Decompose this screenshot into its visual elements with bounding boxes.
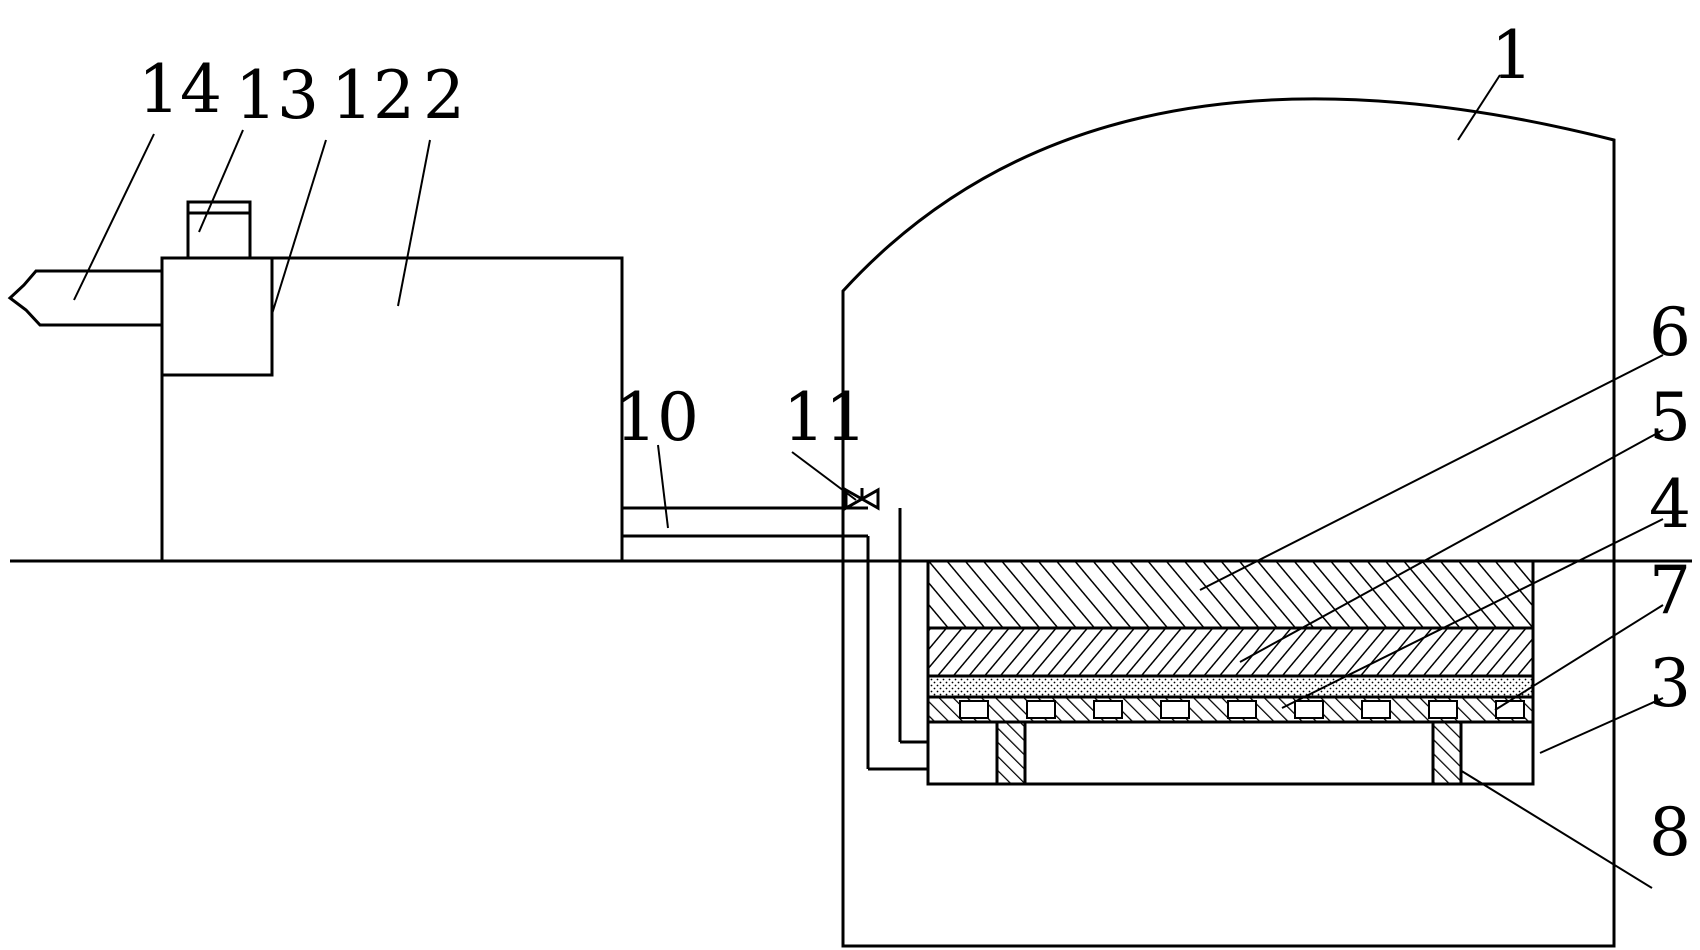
label-11: 11 <box>783 379 867 456</box>
leader-11 <box>791 451 857 501</box>
layer-5 <box>926 626 1535 678</box>
leader-6 <box>1199 354 1664 591</box>
plate-hole <box>1026 700 1056 719</box>
leader-5 <box>1239 429 1664 663</box>
plate-hole <box>1093 700 1123 719</box>
plate-hole <box>959 700 989 719</box>
chamber-3 <box>926 720 1535 786</box>
label-12: 12 <box>331 57 415 134</box>
leader-2 <box>397 139 431 307</box>
tank-body <box>160 256 624 563</box>
leader-10 <box>657 444 669 529</box>
plate-hole <box>1495 700 1525 719</box>
leader-7 <box>1494 604 1664 711</box>
plate-hole <box>1160 700 1190 719</box>
support-right <box>1431 720 1463 786</box>
plate-hole <box>1361 700 1391 719</box>
layer-4 <box>926 674 1535 699</box>
label-6: 6 <box>1649 294 1691 371</box>
label-3: 3 <box>1649 645 1691 722</box>
support-left <box>995 720 1027 786</box>
leader-3 <box>1539 697 1664 754</box>
building-outline <box>841 97 1616 948</box>
cap-13 <box>186 200 252 260</box>
leader-1 <box>1457 74 1501 141</box>
leader-13 <box>198 129 244 233</box>
plate-hole <box>1227 700 1257 719</box>
label-7: 7 <box>1649 552 1691 629</box>
leader-12 <box>271 139 327 315</box>
valve-icon <box>844 487 880 511</box>
plate-holes <box>959 700 1525 719</box>
label-13: 13 <box>235 57 319 134</box>
pipe-14 <box>7 269 162 327</box>
label-8: 8 <box>1649 794 1691 871</box>
label-14: 14 <box>138 51 222 128</box>
layer-6 <box>926 559 1535 630</box>
label-2: 2 <box>423 57 465 134</box>
plate-hole <box>1294 700 1324 719</box>
leader-8 <box>1459 769 1653 889</box>
label-5: 5 <box>1649 379 1691 456</box>
inlet-box <box>160 256 274 377</box>
label-10: 10 <box>615 379 699 456</box>
label-4: 4 <box>1649 466 1691 543</box>
leader-4 <box>1281 518 1664 709</box>
label-1: 1 <box>1491 17 1533 94</box>
leader-14 <box>73 133 155 301</box>
plate-hole <box>1428 700 1458 719</box>
